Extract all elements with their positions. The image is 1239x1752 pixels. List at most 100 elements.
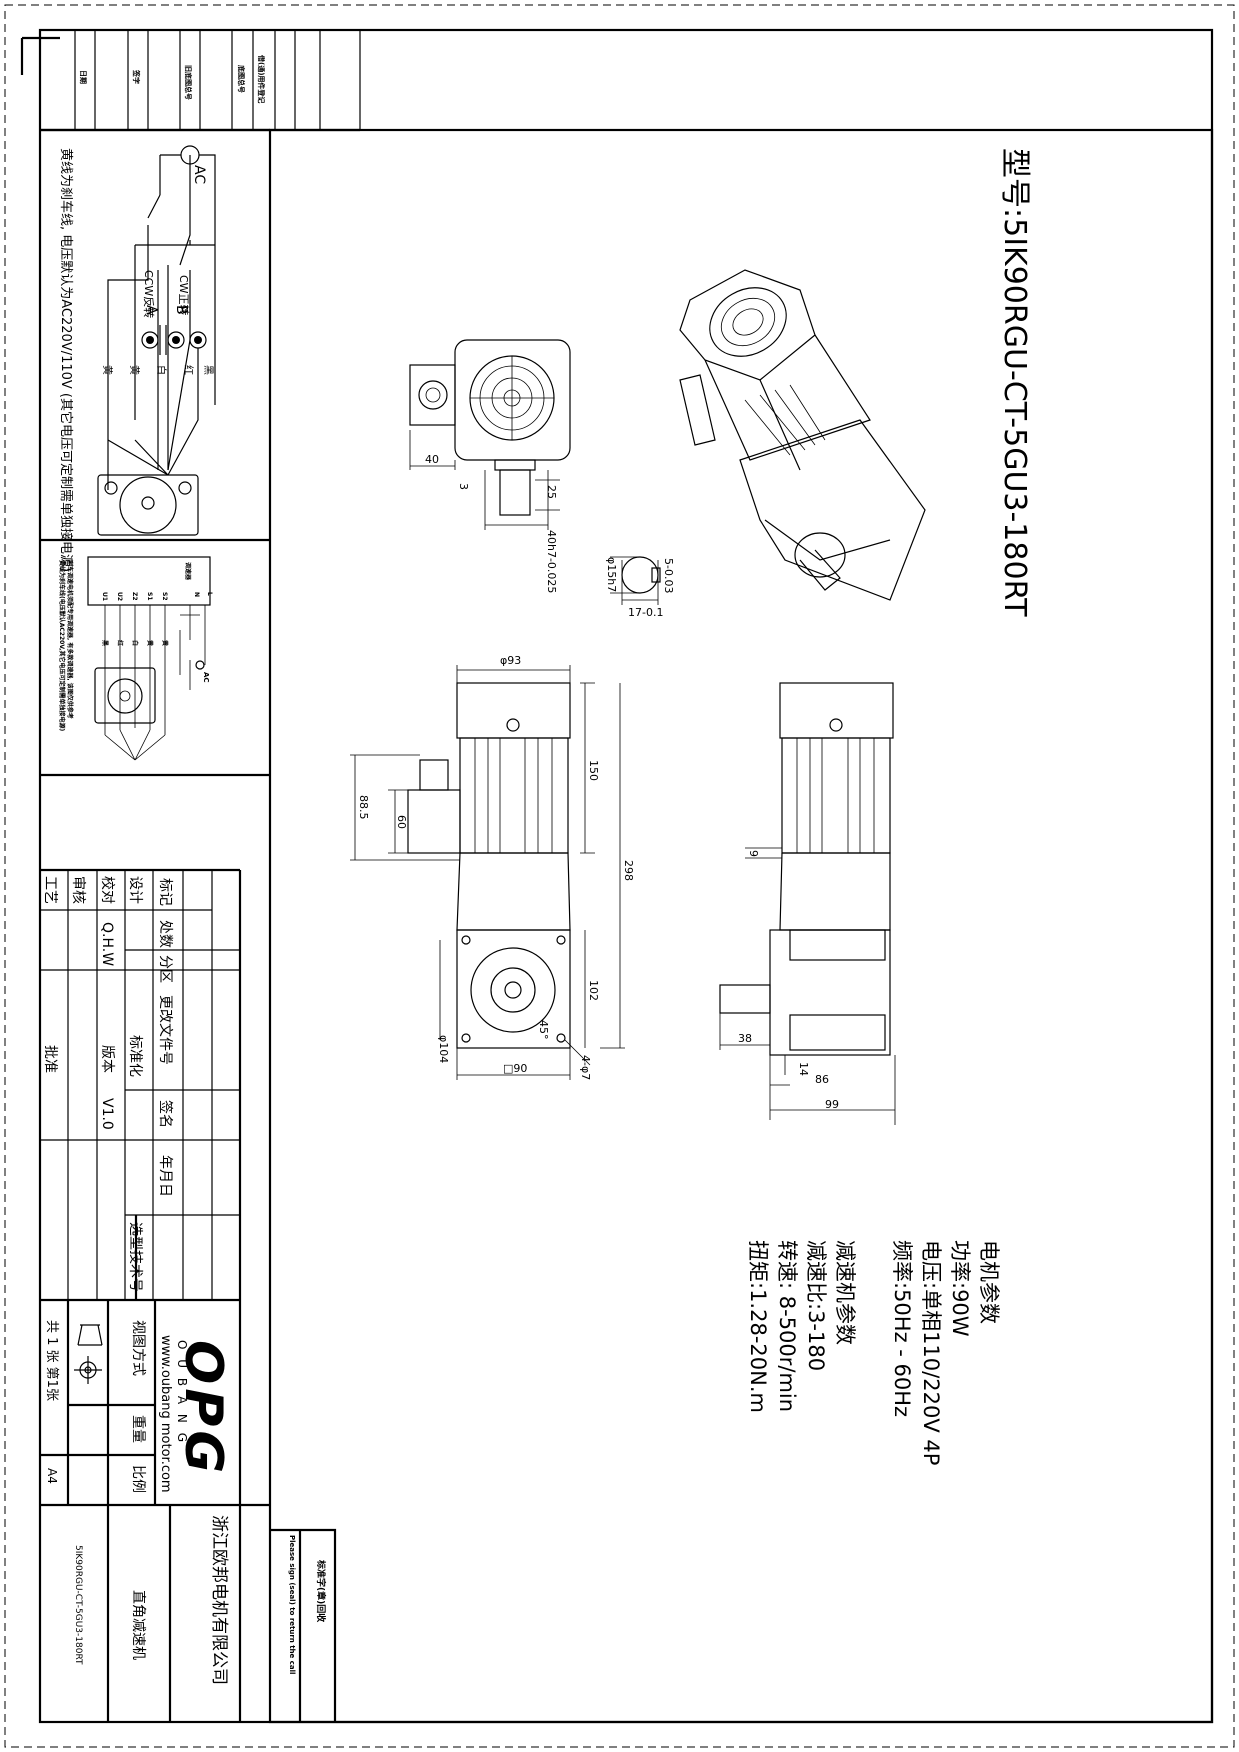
stamp-box — [270, 1528, 337, 1722]
w1-ac-label: AC — [191, 165, 207, 184]
w2-ac-label: AC — [202, 672, 210, 683]
w1-wire-yellow-1: 黄 — [128, 365, 141, 375]
dim-40: 40 — [425, 453, 439, 466]
tb-check: 校对 — [99, 876, 116, 904]
dim-key-diameter: φ15h7 — [605, 557, 618, 592]
part-name: 直角减速机 — [130, 1590, 147, 1660]
w2-wire-yellow-1: 黄 — [146, 640, 154, 646]
w2-terminal-u1: U1 — [101, 592, 108, 601]
tb-designer: Q.H.W — [99, 922, 115, 966]
dim-86: 86 — [815, 1073, 829, 1086]
stamp-en: Please sign (seal) to return the call — [288, 1535, 296, 1674]
tb-header-change-doc: 更改文件号 — [157, 995, 173, 1065]
title-block — [40, 868, 270, 1722]
tb-review: 审核 — [70, 876, 86, 904]
strip-old-base: 旧底图总号 — [184, 65, 193, 100]
w2-wire-yellow-2: 黄 — [161, 640, 169, 646]
dim-angle: 45° — [537, 1020, 550, 1040]
w1-terminal-b: B — [173, 305, 189, 315]
model-title: 型号:5IK90RGU-CT-5GU3-180RT — [997, 148, 1032, 617]
motor-params-heading: 电机参数 — [977, 1240, 1001, 1324]
wiring-diagram-1 — [97, 145, 216, 536]
w1-ccw-label: CCW反转 — [142, 270, 156, 318]
dim-150: 150 — [587, 760, 600, 781]
brand-name: O U B A N G — [175, 1340, 189, 1445]
tb-approve: 批准 — [42, 1045, 58, 1073]
company-name: 浙江欧邦电机有限公司 — [209, 1515, 229, 1685]
stamp-cn: 标准字(章)回收 — [315, 1559, 327, 1622]
strip-base: 底图总号 — [237, 65, 246, 93]
shaft-section — [610, 556, 661, 605]
tb-standard: 标准化 — [127, 1035, 143, 1077]
strip-borrow: 借(通)用件登记 — [257, 54, 266, 103]
gear-ratio: 减速比:3-180 — [804, 1240, 828, 1371]
tb-selection-no: 选型技术号 — [127, 1222, 143, 1292]
tb-weight: 重量 — [130, 1415, 146, 1443]
dim-square-90: □90 — [503, 1062, 527, 1075]
w2-controller: 调速器 — [184, 562, 192, 581]
w1-cw-label: CW正转 — [177, 275, 191, 316]
strip-sign: 签字 — [132, 69, 141, 84]
dim-shaft: 40h7-0.025 — [545, 530, 558, 593]
dim-25: 25 — [545, 485, 558, 499]
motor-power: 功率:90W — [948, 1240, 972, 1337]
gear-torque: 扭矩:1.28-20N.m — [746, 1240, 770, 1413]
drawing-number: 5IK90RGU-CT-5GU3-180RT — [73, 1545, 83, 1665]
w2-wire-white: 白 — [131, 640, 139, 646]
tb-header-mark: 标记 — [157, 878, 173, 906]
tb-paper-size: A4 — [45, 1468, 59, 1484]
side-view — [719, 682, 896, 1125]
w2-wire-black: 黑 — [101, 640, 109, 646]
wiring-diagram-2 — [87, 556, 211, 761]
w2-wire-red: 红 — [116, 640, 124, 646]
w1-note: 黄线为刹车线, 电压默认为AC220V/110V (其它电压可定制需单独接电源) — [58, 148, 74, 572]
dim-diameter-104: φ104 — [437, 1035, 450, 1063]
tb-sheets: 共 1 张 第1张 — [44, 1320, 59, 1401]
dim-88-5: 88.5 — [357, 795, 370, 820]
dim-3: 3 — [457, 483, 470, 490]
tb-design: 设计 — [127, 876, 143, 904]
company-logo: OPG — [173, 1340, 233, 1477]
w1-wire-red: 红 — [182, 365, 195, 375]
gear-params-heading: 减速机参数 — [833, 1240, 857, 1345]
dim-9: 9 — [747, 850, 760, 857]
w1-wire-yellow-2: 黄 — [101, 365, 114, 375]
isometric-motor-view — [679, 269, 926, 601]
tb-view-method: 视图方式 — [130, 1320, 146, 1376]
trim-border — [4, 4, 1235, 1748]
w2-note-2: 刹车调速电机须配专用调速器, 有多款调速器, 该图仅供参考 — [66, 560, 74, 719]
motor-frequency: 频率:50Hz - 60Hz — [890, 1240, 914, 1417]
tb-process: 工艺 — [42, 876, 58, 904]
w2-terminal-z2: Z2 — [131, 592, 138, 601]
w1-wire-black: 黑 — [202, 365, 214, 375]
tb-header-count: 处数 — [157, 920, 173, 948]
dim-38: 38 — [738, 1032, 752, 1045]
strip-date: 日期 — [79, 70, 88, 84]
w1-terminal-a: A — [143, 305, 159, 315]
tb-version: V1.0 — [99, 1098, 115, 1130]
dim-diameter-93: φ93 — [500, 654, 521, 667]
w1-wire-white: 白 — [155, 365, 168, 375]
front-view — [350, 665, 625, 1080]
dim-298: 298 — [622, 860, 635, 881]
end-view — [409, 339, 571, 530]
w2-terminal-u2: U2 — [116, 592, 123, 601]
w2-terminal-s1: S1 — [146, 592, 153, 601]
motor-voltage: 电压:单相110/220V 4P — [919, 1240, 943, 1465]
dim-key-height: 17-0.1 — [628, 606, 663, 619]
tb-version-label: 版本 — [99, 1045, 115, 1073]
w2-note-1: 黄线为刹车线(电压默认AC220V,其它电压可定制需单独接电源) — [58, 560, 66, 731]
company-website: www.oubang motor.com — [158, 1335, 173, 1493]
tb-header-zone: 分区 — [157, 955, 173, 983]
w2-terminal-l: L — [206, 592, 213, 596]
dim-99: 99 — [825, 1098, 839, 1111]
header-strip-lines — [74, 30, 361, 130]
gear-speed: 转速: 8-500r/min — [775, 1240, 799, 1412]
dim-holes: 4-φ7 — [579, 1055, 592, 1080]
tb-scale: 比例 — [130, 1465, 146, 1493]
dim-102: 102 — [587, 980, 600, 1001]
dim-key-width: 5-0.03 — [662, 558, 675, 593]
dim-14: 14 — [797, 1062, 810, 1076]
tb-header-date: 年月日 — [157, 1155, 173, 1197]
